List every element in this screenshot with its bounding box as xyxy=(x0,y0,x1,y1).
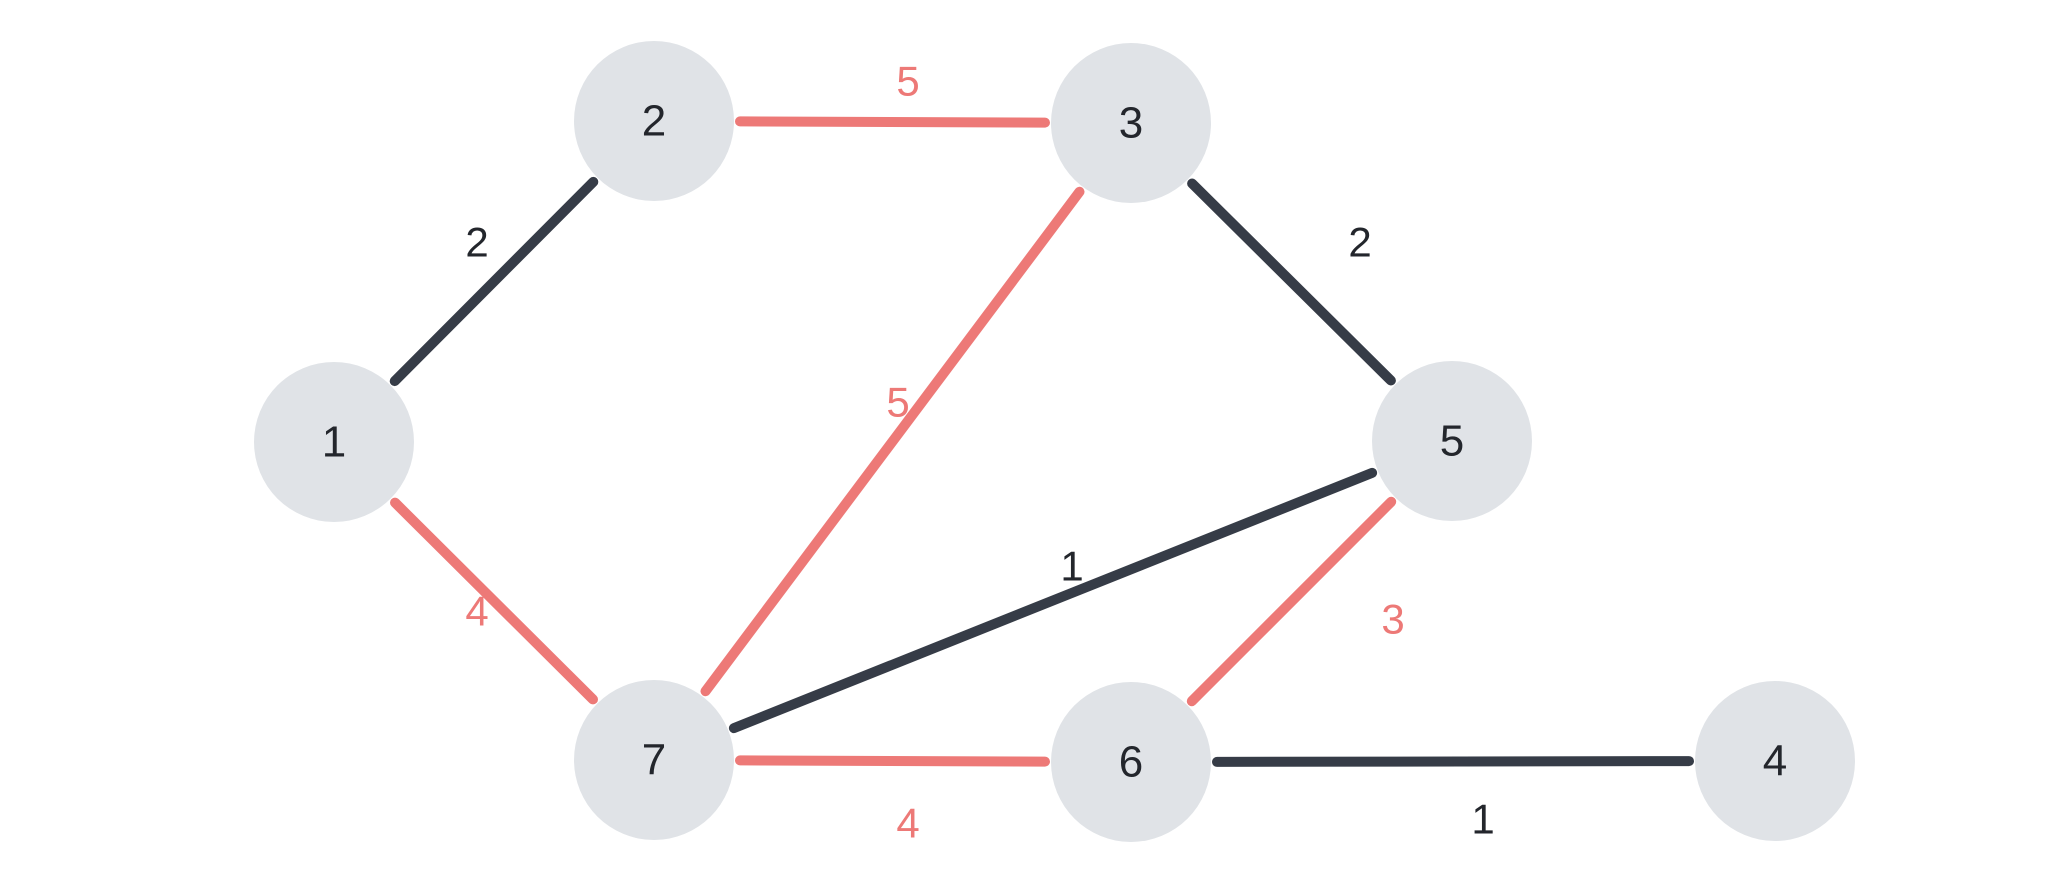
edge-7-5 xyxy=(728,467,1378,734)
edge-weight-1-7: 4 xyxy=(465,588,488,635)
node-circle-7[interactable] xyxy=(574,680,734,840)
graph-node-5[interactable]: 5 xyxy=(1372,361,1532,521)
edge-5-6 xyxy=(1186,496,1397,707)
edge-3-7 xyxy=(700,186,1085,697)
edge-weight-6-4: 1 xyxy=(1471,796,1494,843)
node-circle-3[interactable] xyxy=(1051,43,1211,203)
graph-node-4[interactable]: 4 xyxy=(1695,681,1855,841)
node-label-1: 1 xyxy=(322,418,346,467)
edge-1-2 xyxy=(389,176,599,387)
node-label-2: 2 xyxy=(642,97,666,146)
node-circle-1[interactable] xyxy=(254,362,414,522)
node-circle-5[interactable] xyxy=(1372,361,1532,521)
edge-2-3 xyxy=(735,116,1050,128)
edge-7-6 xyxy=(735,755,1050,767)
graph-node-3[interactable]: 3 xyxy=(1051,43,1211,203)
node-label-4: 4 xyxy=(1763,737,1787,786)
node-label-5: 5 xyxy=(1440,417,1464,466)
graph-node-7[interactable]: 7 xyxy=(574,680,734,840)
edge-6-4 xyxy=(1212,756,1694,767)
node-label-7: 7 xyxy=(642,736,666,785)
node-label-3: 3 xyxy=(1119,99,1143,148)
edge-weight-5-6: 3 xyxy=(1381,596,1404,643)
edge-weight-1-2: 2 xyxy=(465,219,488,266)
edge-1-7 xyxy=(390,497,598,705)
node-label-6: 6 xyxy=(1119,738,1143,787)
edge-3-5 xyxy=(1187,178,1396,386)
edge-weight-3-7: 5 xyxy=(886,379,909,426)
edge-weight-2-3: 5 xyxy=(896,58,919,105)
edge-weight-7-5: 1 xyxy=(1060,543,1083,590)
node-circle-4[interactable] xyxy=(1695,681,1855,841)
edge-weight-3-5: 2 xyxy=(1348,219,1371,266)
graph-node-6[interactable]: 6 xyxy=(1051,682,1211,842)
node-circle-6[interactable] xyxy=(1051,682,1211,842)
graph-node-1[interactable]: 1 xyxy=(254,362,414,522)
graph-node-2[interactable]: 2 xyxy=(574,41,734,201)
edge-weight-7-6: 4 xyxy=(896,800,919,847)
node-circle-2[interactable] xyxy=(574,41,734,201)
